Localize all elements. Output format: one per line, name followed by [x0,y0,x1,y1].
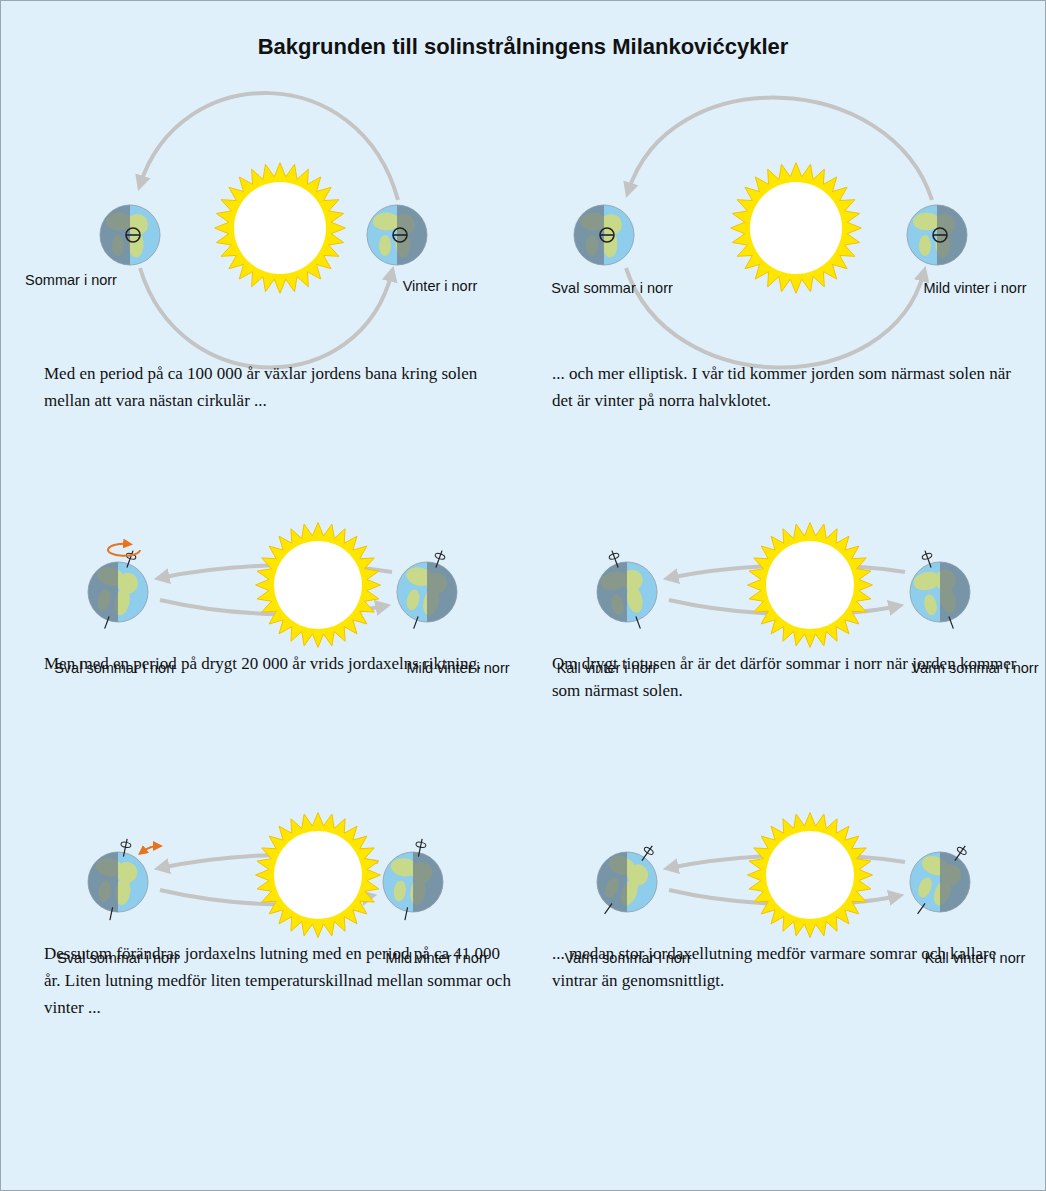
earth [397,551,457,629]
earth [910,846,970,914]
earth-ocean [397,562,457,622]
sun-disc [274,831,362,919]
earth-land [916,876,935,900]
earth-land [379,235,391,256]
spin-ring [120,841,131,848]
sun [215,163,346,294]
earth-ocean [383,852,443,912]
spin-ring [921,552,932,560]
earth-ocean [597,562,657,622]
season-label: Sommar i norr [6,272,136,289]
earth [367,205,427,265]
earth-ocean [574,205,634,265]
rotation-symbol [393,228,407,242]
earth-ocean [88,852,148,912]
sun-disc [766,541,854,629]
sun-disc [234,182,326,274]
earth-axis [955,846,965,861]
sun [256,523,381,648]
earth [907,205,967,265]
earth [574,205,634,265]
spin-ring [415,841,426,848]
earth-ocean [367,205,427,265]
sun [748,523,873,648]
earth-ocean [597,852,657,912]
earth-night [940,852,970,912]
sun-rays [731,163,862,294]
season-label: Mild vinter i norr [910,280,1040,297]
precession-arrow [108,544,140,556]
season-label: Sval sommar i norr [547,280,677,297]
sun [731,163,862,294]
title: Bakgrunden till solinstrålningens Milank… [0,34,1046,60]
earth-night [940,562,970,622]
earth-axis [110,907,113,920]
earth-land [625,585,645,615]
sun-rays [748,813,873,938]
rotation-symbol [600,228,614,242]
rotation-symbol [933,228,947,242]
sun-glow [270,827,365,922]
earth-land [922,593,938,616]
season-label: Vinter i norr [375,278,505,295]
sun [256,813,381,938]
earth-axis [105,616,109,628]
earth-night [597,852,627,912]
earth [383,839,443,920]
earth [910,551,970,629]
sun-rays [215,163,346,294]
sun-rays [256,523,381,648]
sun-glow [762,827,857,922]
earth-night [597,562,627,622]
earth-ocean [907,205,967,265]
spin-ring [956,846,967,856]
earth-axis [414,616,418,628]
sun-disc [750,182,842,274]
obliquity-arrow [142,846,158,852]
earth-axis [605,903,612,914]
earth-land [405,588,421,611]
earth-land [393,880,408,902]
earth-axis [636,616,640,628]
sun-glow [270,537,365,632]
earth-night [427,562,457,622]
spin-ring [434,552,445,560]
sun-rays [256,813,381,938]
spin-ring [608,552,619,560]
earth-ocean [910,562,970,622]
earth-night [88,562,118,622]
earth-ocean [100,205,160,265]
earth [100,205,160,265]
rotation-symbol [126,228,140,242]
sun-disc [274,541,362,629]
sun-disc [766,831,854,919]
spin-ring [643,846,654,856]
earth-ocean [88,562,148,622]
sun-rays [748,523,873,648]
sun [748,813,873,938]
earth [597,551,657,629]
sun-glow [230,178,329,277]
earth-land [919,235,931,256]
earth [88,839,148,920]
sun-glow [746,178,845,277]
earth-axis [642,846,652,861]
earth-night [413,852,443,912]
caption-text: ... medan stor jordaxellutning medför va… [552,940,1022,994]
caption-text: Dessutom förändras jordaxelns lutning me… [44,940,514,1022]
sun-glow [762,537,857,632]
caption-text: Om drygt tiotusen år är det därför somma… [552,650,1022,704]
earth-axis [405,907,408,920]
caption-text: Men med en period på drygt 20 000 år vri… [44,650,514,677]
caption-text: ... och mer elliptisk. I vår tid kommer … [552,360,1022,414]
earth-ocean [910,852,970,912]
earth [88,551,148,629]
earth-axis [949,616,953,628]
earth-axis [918,903,925,914]
earth [597,846,657,914]
caption-text: Med en period på ca 100 000 år växlar jo… [44,360,514,414]
earth-night [88,852,118,912]
